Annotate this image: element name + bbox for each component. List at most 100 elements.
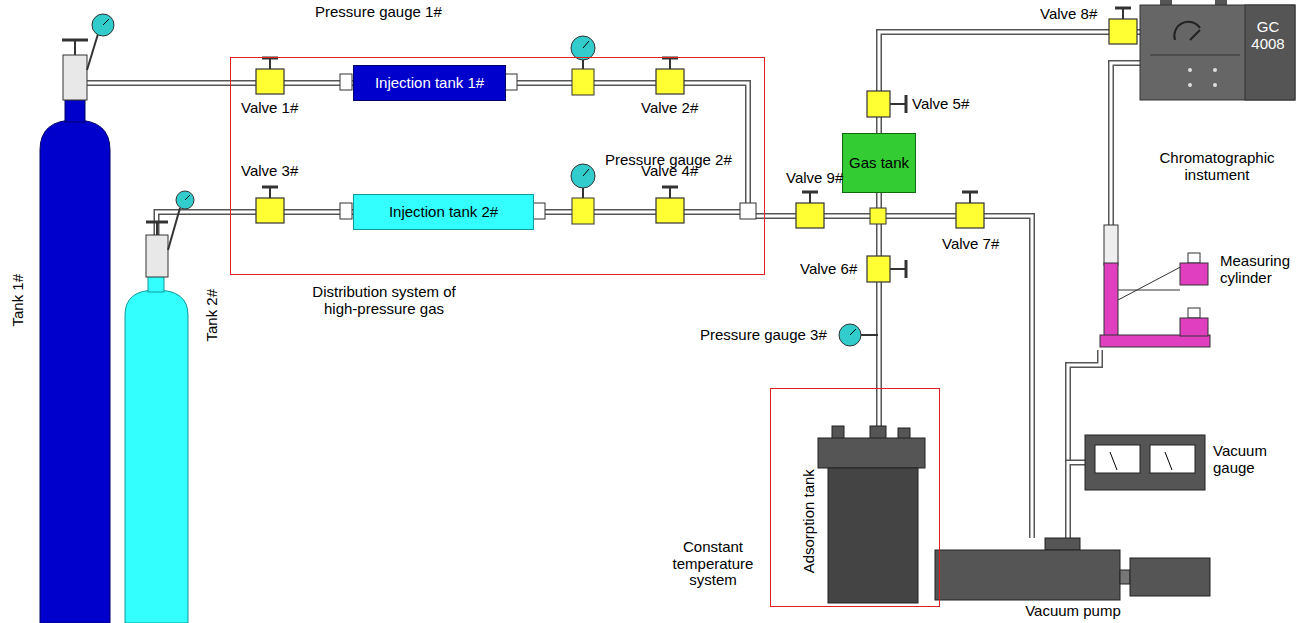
pipe-wall xyxy=(1068,463,1085,539)
gas-pipe xyxy=(879,193,880,439)
pressure-gauge-symbols-part xyxy=(850,329,856,335)
gas-cylinder-2-part xyxy=(176,191,194,209)
measuring-cylinder-set-part xyxy=(1118,262,1190,300)
pipe-bore xyxy=(75,83,353,100)
pipe-fittings-part xyxy=(505,74,517,90)
measuring-cylinder-set xyxy=(1100,225,1210,347)
pressure-gauge-symbols-part xyxy=(571,164,595,188)
gas-cylinder: Tank 1# xyxy=(40,100,110,623)
vacuum-gauge-unit-part xyxy=(1085,435,1205,490)
pipe-wall xyxy=(879,32,1140,133)
gas-cylinder-1-part xyxy=(92,14,114,36)
pipe-bore xyxy=(1068,463,1085,539)
gas-cylinder-2-part xyxy=(156,222,158,235)
vacuum-gauge-unit-part xyxy=(1165,452,1172,470)
gas-cylinder-1-part xyxy=(103,19,109,25)
gas-tank: Gas tank xyxy=(842,133,916,193)
gas-chromatograph-part xyxy=(1150,55,1240,56)
gas-cylinder-1-part xyxy=(74,40,76,55)
valve-symbols-part xyxy=(867,91,906,117)
gas-cylinder-1-part xyxy=(40,120,110,623)
vacuum-gauge-unit-part xyxy=(1110,452,1117,470)
pipe-fittings-part xyxy=(340,74,352,90)
gas-pipe xyxy=(506,83,879,216)
vacuum-pump-unit-part xyxy=(1130,558,1210,596)
gas-chromatograph-part xyxy=(1245,5,1295,100)
vacuum-gauge-unit-part xyxy=(1150,445,1195,473)
vacuum-gauge-label: Vacuum gauge xyxy=(1213,443,1285,476)
pipe-wall xyxy=(75,83,353,100)
pressure-gauge-symbols-part xyxy=(582,188,584,198)
pipe-bore xyxy=(879,32,1140,133)
gas-pipe xyxy=(1068,463,1085,539)
gas-chromatograph-part xyxy=(1190,30,1200,40)
gas-cylinder-2 xyxy=(125,191,194,623)
gas-pipe xyxy=(1111,63,1140,225)
pipe-bore xyxy=(506,83,879,216)
gas-pipe xyxy=(879,32,1140,133)
pipe-wall xyxy=(876,193,882,439)
vacuum-gauge-unit-part xyxy=(1095,445,1140,473)
gas-pipe xyxy=(75,83,353,100)
valve-symbols-part xyxy=(956,192,984,228)
measuring-cylinder-set-part xyxy=(1104,225,1118,265)
pipe-fittings-part xyxy=(740,203,756,219)
pressure-gauge-symbols-part xyxy=(583,169,589,176)
pressure-gauge-symbols-part xyxy=(861,334,878,336)
pressure-gauge-symbols xyxy=(571,36,878,346)
gas-cylinder-2-part xyxy=(168,208,180,250)
gas-cylinder-2-part xyxy=(148,275,164,292)
valve-symbols-part xyxy=(867,256,906,282)
vacuum-pump-unit xyxy=(935,538,1210,600)
vacuum-pump: Vacuum pump xyxy=(935,538,1210,600)
valve-symbols-part xyxy=(256,187,284,223)
gas-cylinder: Tank 2# xyxy=(125,285,188,623)
valve-label: Valve 6# xyxy=(800,261,857,278)
valve-symbols-part xyxy=(796,192,824,228)
pipe-fittings-part xyxy=(870,208,886,224)
gas-chromatograph-part xyxy=(1174,22,1200,40)
adsorption-vessel-part xyxy=(818,438,925,468)
gas-chromatograph-part xyxy=(1213,68,1217,72)
pipe-fittings-part xyxy=(340,203,352,219)
vacuum-pump-unit-part xyxy=(935,550,1120,600)
vacuum-pump-label: Vacuum pump xyxy=(1013,603,1133,620)
gas-chromatograph-part xyxy=(1213,83,1217,87)
valve-symbols xyxy=(256,8,1137,282)
pressure-gauge-symbols-part xyxy=(572,69,594,95)
pressure-gauge-symbols-part xyxy=(583,41,589,48)
chromatograph-label: GC 4008 xyxy=(1246,19,1290,52)
gas-chromatograph-part xyxy=(1188,83,1192,87)
chromatograph-caption: Chromatographic instument xyxy=(1152,150,1282,183)
valve-label: Valve 8# xyxy=(1040,6,1097,23)
measuring-cylinder-set-part xyxy=(1188,308,1200,318)
adsorption-vessel-part xyxy=(828,468,918,603)
temperature-frame-label: Constant temperature system xyxy=(663,539,763,589)
gas-cylinder-2-part xyxy=(146,221,168,224)
valve-label: Valve 1# xyxy=(241,100,298,117)
temperature-frame: Constant temperature systemAdsorption ta… xyxy=(770,388,940,607)
gas-cylinder-1-part xyxy=(87,34,98,70)
pressure-gauge-symbols-part xyxy=(839,324,861,346)
valve-symbols-part xyxy=(656,187,684,223)
measuring-cylinder-set-part xyxy=(1104,263,1118,343)
gas-cylinder-1 xyxy=(40,14,114,623)
valve-label: Valve 4# xyxy=(641,163,698,180)
vacuum-gauge-unit xyxy=(1085,435,1205,490)
measuring-cylinder-set-part xyxy=(1118,290,1180,291)
gas-tank-label: Gas tank xyxy=(849,155,909,172)
gas-cylinder-1-part xyxy=(62,39,88,42)
measuring-cylinder-set-part xyxy=(1100,335,1210,347)
measuring-cylinder-set-part xyxy=(1188,253,1200,263)
pressure-gauge-symbols-part xyxy=(572,198,594,224)
gas-cylinder-label: Tank 1# xyxy=(10,273,27,326)
vacuum-pump-unit-part xyxy=(1045,538,1080,550)
gas-cylinder-2-part xyxy=(185,195,190,200)
injection-tank: Injection tank 1# xyxy=(353,65,506,101)
valve-label: Valve 3# xyxy=(241,163,298,180)
gas-chromatograph-part xyxy=(1188,68,1192,72)
gas-cylinder-1-part xyxy=(63,55,87,100)
valve-label: Valve 2# xyxy=(641,100,698,117)
